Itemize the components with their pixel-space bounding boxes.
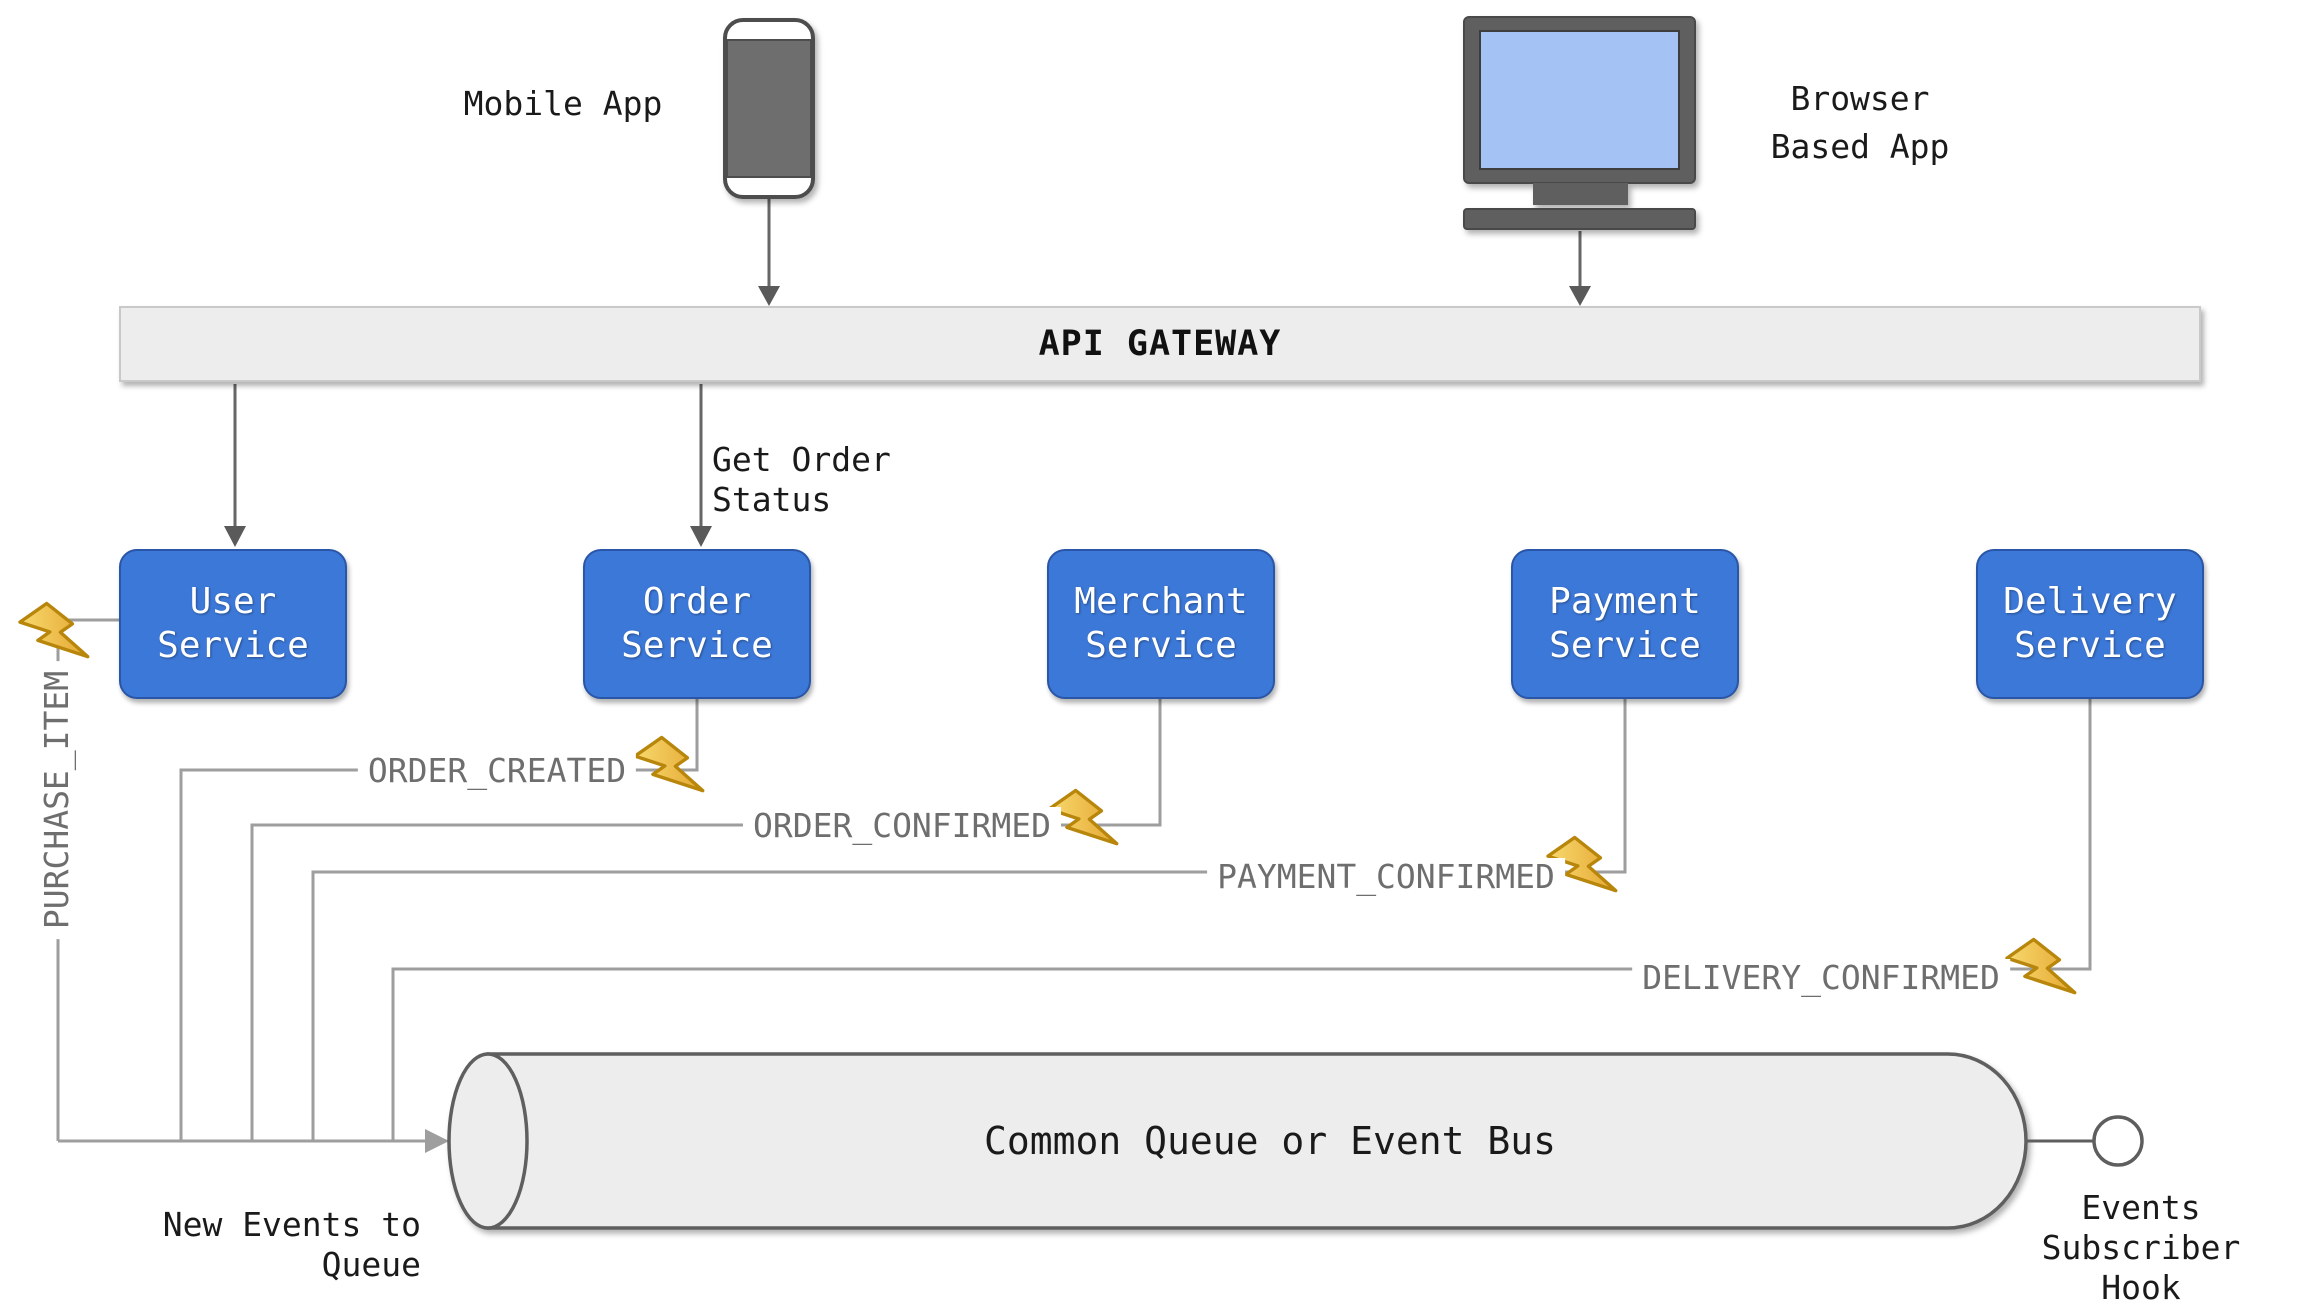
payment-service-label: Payment Service: [1549, 581, 1701, 666]
events-subscriber-hook-label: Events Subscriber Hook: [2041, 1188, 2241, 1300]
order-created-event-label: ORDER_CREATED: [357, 752, 637, 790]
merchant-service-label: Merchant Service: [1074, 581, 1248, 666]
queue-arrowhead: [425, 1129, 449, 1153]
desktop-monitor-icon: [1463, 16, 1696, 230]
queue-cylinder: [447, 1052, 2028, 1230]
browser-app-label: Browser Based App: [1770, 79, 1950, 166]
service-box-order: Order Service: [583, 549, 811, 699]
mobile-phone-icon: [723, 18, 815, 199]
api-gateway-bar: API GATEWAY: [119, 306, 2201, 382]
request-arrowheads: [224, 286, 1591, 547]
order-confirmed-event-label: ORDER_CONFIRMED: [742, 807, 1062, 845]
delivery-confirmed-event-label: DELIVERY_CONFIRMED: [1632, 959, 2010, 997]
user-service-label: User Service: [157, 581, 309, 666]
subscriber-hook-circle: [2092, 1115, 2144, 1167]
wire-delivery-confirmed: [391, 695, 2092, 1141]
wire-order-confirmed: [250, 695, 1162, 1141]
delivery-service-label: Delivery Service: [2003, 581, 2177, 666]
wire-payment-confirmed: [311, 695, 1627, 1141]
service-box-payment: Payment Service: [1511, 549, 1739, 699]
service-box-user: User Service: [119, 549, 347, 699]
delivery-confirmed-bolt-icon: [2005, 932, 2082, 1015]
service-box-delivery: Delivery Service: [1976, 549, 2204, 699]
new-events-to-queue-label: New Events to Queue: [162, 1205, 421, 1284]
purchase-item-event-label: PURCHASE_ITEM: [37, 660, 76, 940]
api-gateway-label: API GATEWAY: [1038, 324, 1282, 364]
mobile-app-label: Mobile App: [463, 84, 663, 123]
event-wires: [56, 618, 2092, 1143]
get-order-status-label: Get Order Status: [712, 440, 891, 519]
request-arrows: [233, 197, 1582, 528]
payment-confirmed-event-label: PAYMENT_CONFIRMED: [1207, 858, 1565, 896]
service-box-merchant: Merchant Service: [1047, 549, 1275, 699]
order-service-label: Order Service: [621, 581, 773, 666]
queue-title-label: Common Queue or Event Bus: [984, 1119, 1556, 1163]
